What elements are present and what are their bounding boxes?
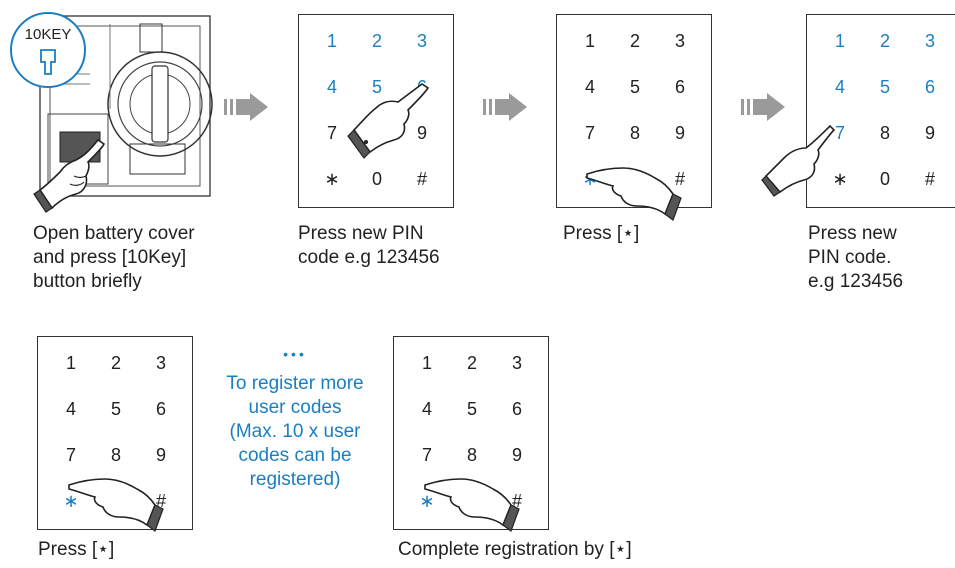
keypad-key: 8 — [879, 123, 890, 143]
caption-line: Press [⋆] — [563, 223, 640, 244]
keypad-key: 5 — [371, 77, 382, 97]
next-arrow-icon — [741, 93, 785, 121]
caption-line: Press [⋆] — [38, 539, 115, 560]
keypad-key: 0 — [371, 169, 382, 189]
keypad-key: 9 — [155, 445, 166, 465]
keypad-key: 1 — [65, 353, 76, 373]
keypad-key: 5 — [466, 399, 477, 419]
note-line: user codes — [248, 397, 342, 418]
keypad-key: 7 — [584, 123, 595, 143]
keypad-key: 5 — [629, 77, 640, 97]
note-line: To register more — [226, 373, 364, 394]
keypad-key: 9 — [924, 123, 935, 143]
keypad-key: 3 — [416, 31, 427, 51]
next-arrow-icon — [224, 93, 268, 121]
keypad-key: 7 — [65, 445, 76, 465]
keypad-key: 1 — [834, 31, 845, 51]
keypad-key: 7 — [326, 123, 337, 143]
keypad-key: 8 — [629, 123, 640, 143]
keypad-key: ∗ — [832, 169, 848, 189]
keypad-key: 6 — [155, 399, 166, 419]
caption-line: and press [10Key] — [33, 247, 187, 268]
pointing-hand-icon — [33, 138, 106, 213]
next-arrow-icon — [483, 93, 527, 121]
keypad-key: 4 — [421, 399, 432, 419]
keypad-key: # — [674, 169, 685, 189]
keypad-key: 3 — [511, 353, 522, 373]
caption-line: PIN code. — [808, 247, 892, 268]
keypad-key: 2 — [629, 31, 640, 51]
keypad-key: 7 — [834, 123, 845, 143]
keypad-key: 2 — [110, 353, 121, 373]
keypad-key: 0 — [879, 169, 890, 189]
keypad-key: # — [511, 491, 522, 511]
more-codes-note: ••• To register more user codes (Max. 10… — [200, 342, 390, 492]
keypad-key: 4 — [584, 77, 595, 97]
keypad-key: 5 — [110, 399, 121, 419]
keypad-key: # — [924, 169, 935, 189]
keypad-key: 3 — [924, 31, 935, 51]
keypad-key: 1 — [584, 31, 595, 51]
keypad-key: 8 — [466, 445, 477, 465]
keypad-key: 4 — [65, 399, 76, 419]
step3-caption: Press [⋆] — [563, 222, 639, 246]
key-button-icon — [40, 49, 56, 75]
note-line: registered) — [249, 469, 341, 490]
caption-line: Press new — [808, 223, 897, 244]
keypad-key: 1 — [326, 31, 337, 51]
keypad-key: 9 — [674, 123, 685, 143]
caption-line: Complete registration by [⋆] — [398, 539, 632, 560]
pointing-hand-icon — [68, 478, 164, 532]
keypad-key: 6 — [511, 399, 522, 419]
keypad-key: 6 — [924, 77, 935, 97]
keypad-key: 2 — [879, 31, 890, 51]
note-line: (Max. 10 x user — [229, 421, 361, 442]
step6-caption: Complete registration by [⋆] — [398, 538, 632, 562]
keypad-key: 2 — [371, 31, 382, 51]
10key-badge-label: 10KEY — [24, 26, 72, 43]
battery-compartment-illustration: 10KEY — [10, 12, 215, 213]
keypad-key: 1 — [421, 353, 432, 373]
pointing-hand-icon — [347, 83, 430, 159]
keypad-key: 4 — [326, 77, 337, 97]
caption-line: e.g 123456 — [808, 271, 904, 292]
keypad-key: 9 — [511, 445, 522, 465]
step5-caption: Press [⋆] — [38, 538, 114, 562]
pointing-hand-icon — [761, 124, 836, 197]
caption-line: button briefly — [33, 271, 142, 292]
keypad-key: 6 — [674, 77, 685, 97]
pointing-hand-icon — [424, 478, 520, 532]
keypad-key: 5 — [879, 77, 890, 97]
pointing-hand-icon — [586, 167, 682, 221]
caption-line: Press new PIN — [298, 223, 424, 244]
keypad-key: 3 — [674, 31, 685, 51]
step4-caption: Press new PIN code. e.g 123456 — [808, 222, 903, 294]
ellipsis-dots: ••• — [283, 346, 307, 362]
keypad-key: 8 — [110, 445, 121, 465]
keypad-key: 3 — [155, 353, 166, 373]
keypad-key: 7 — [421, 445, 432, 465]
keypad-key: ∗ — [419, 491, 435, 511]
note-line: codes can be — [238, 445, 352, 466]
keypad-key: ∗ — [324, 169, 340, 189]
keypad-key: 9 — [416, 123, 427, 143]
10key-badge: 10KEY — [10, 12, 86, 88]
caption-line: Open battery cover — [33, 223, 195, 244]
step1-caption: Open battery cover and press [10Key] but… — [33, 222, 195, 294]
keypad-key: 2 — [466, 353, 477, 373]
keypad-key: # — [155, 491, 166, 511]
keypad-key: # — [416, 169, 427, 189]
keypad-step4: 1 2 3 4 5 6 7 8 9 ∗ 0 # — [806, 14, 955, 208]
keypad-key: 4 — [834, 77, 845, 97]
caption-line: code e.g 123456 — [298, 247, 440, 268]
step2-caption: Press new PIN code e.g 123456 — [298, 222, 440, 270]
keypad-key: ∗ — [63, 491, 79, 511]
